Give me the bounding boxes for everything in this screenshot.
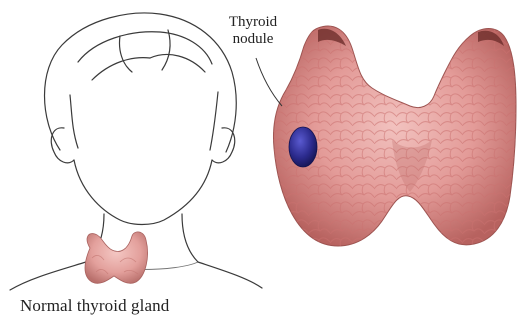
nodule-label: Thyroid nodule — [214, 14, 292, 48]
nodule-leader-line — [256, 58, 282, 106]
nodule-label-line2: nodule — [214, 31, 292, 48]
nodule-label-line1: Thyroid — [214, 14, 292, 31]
nodule-icon — [289, 127, 317, 167]
normal-gland-caption: Normal thyroid gland — [20, 296, 169, 316]
small-thyroid-icon — [85, 232, 148, 283]
